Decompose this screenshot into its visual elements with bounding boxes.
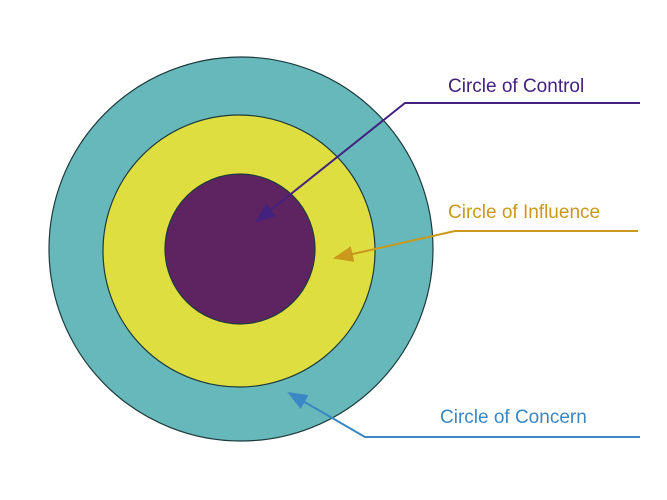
circle-of-concern-leader-line [287,391,640,438]
circle-of-control-shape [164,173,316,325]
circle-of-control-label: Circle of Control [448,76,585,97]
circle-of-control-leader-line [255,102,640,223]
circle-of-influence-label: Circle of Influence [448,202,601,223]
circle-of-concern-label: Circle of Concern [440,407,587,428]
circle-of-influence-leader-line [333,230,638,262]
